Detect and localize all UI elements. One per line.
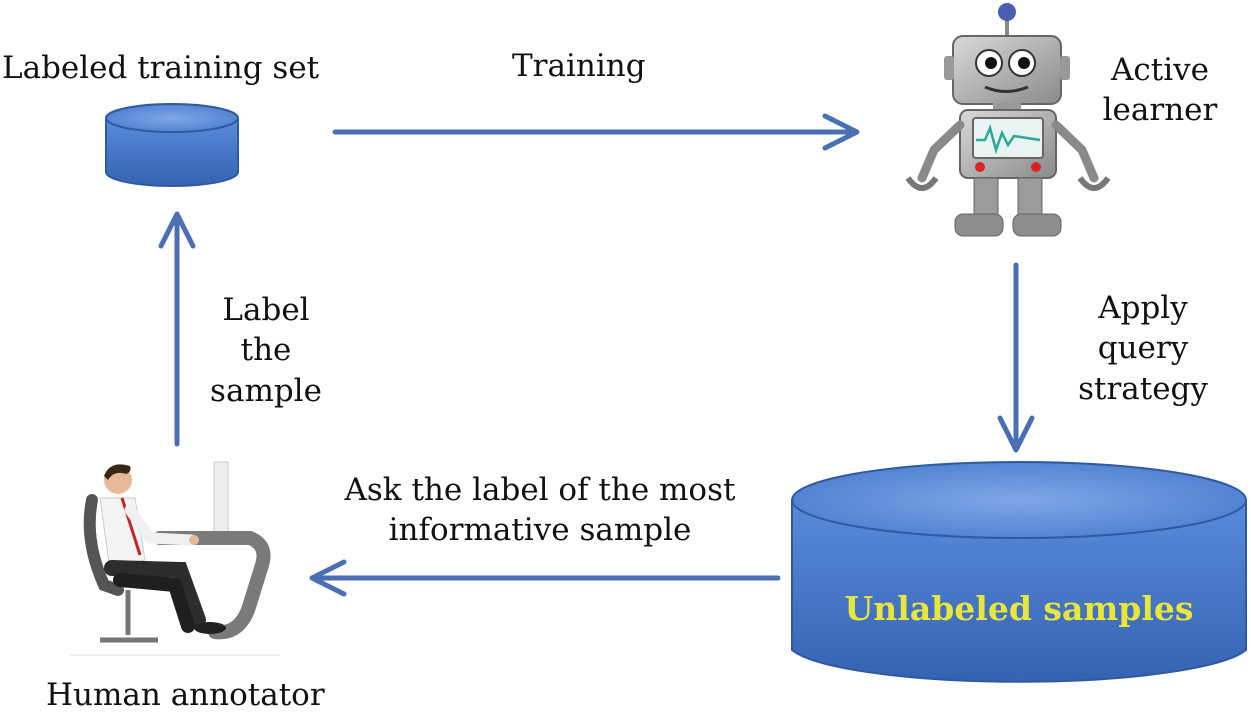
training-arrow (332, 113, 860, 151)
label-sample-arrow (158, 211, 196, 447)
label-the-sample-label: Label the sample (196, 290, 336, 411)
active-learner-label: Active learner (1090, 50, 1230, 131)
label-sample-line-3: sample (210, 372, 322, 409)
query-strategy-arrow (997, 262, 1035, 453)
ask-label-arrow (309, 559, 781, 597)
robot-icon (905, 3, 1111, 237)
label-sample-line-2: the (240, 332, 292, 369)
human-annotator-label: Human annotator (46, 677, 325, 713)
training-label: Training (512, 48, 646, 84)
person-at-desk-icon (70, 461, 280, 656)
apply-query-strategy-label: Apply query strategy (1068, 288, 1218, 409)
ask-label-line-2: informative sample (388, 512, 692, 549)
unlabeled-samples-database-icon (791, 461, 1247, 683)
ask-label-line-1: Ask the label of the most (344, 472, 736, 508)
labeled-training-set-label: Labeled training set (2, 50, 320, 86)
apply-query-line-1: Apply (1098, 290, 1188, 326)
apply-query-line-3: strategy (1078, 370, 1208, 407)
unlabeled-samples-label: Unlabeled samples (844, 589, 1194, 628)
ask-label-text: Ask the label of the most informative sa… (330, 470, 750, 551)
labeled-set-database-icon (105, 103, 239, 187)
label-sample-line-1: Label (222, 292, 310, 328)
apply-query-line-2: query (1097, 330, 1189, 367)
active-learner-line-2: learner (1102, 92, 1218, 129)
active-learner-line-1: Active (1111, 52, 1209, 88)
